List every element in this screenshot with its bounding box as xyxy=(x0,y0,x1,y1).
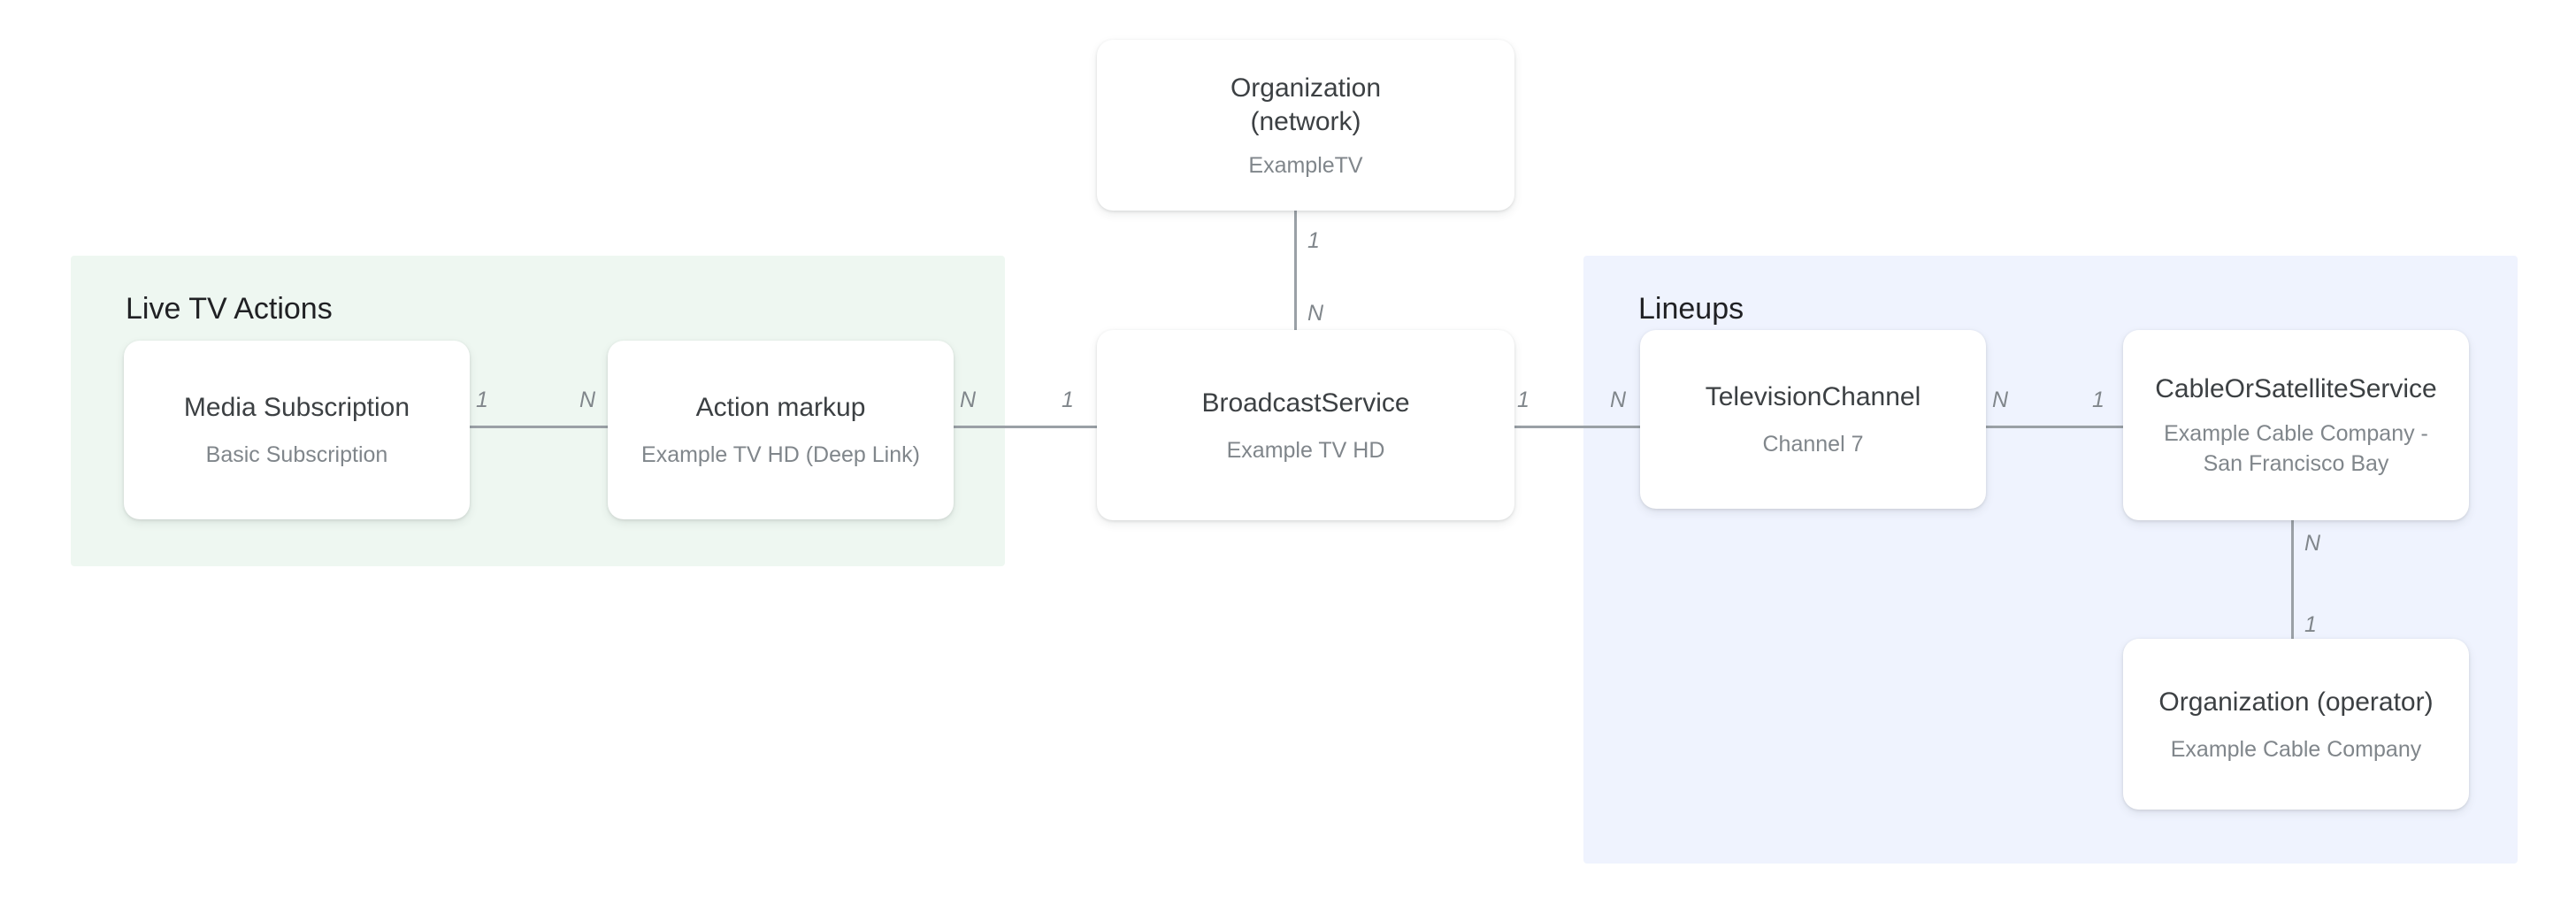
node-subtitle: ExampleTV xyxy=(1248,152,1363,178)
node-subtitle: Channel 7 xyxy=(1762,432,1864,457)
edge-action-markup-to-broadcast-service xyxy=(950,426,1100,428)
edge-media-subscription-to-action-markup xyxy=(466,426,611,428)
cardinality-label-network-to-broadcast-from: 1 xyxy=(1307,228,1320,253)
group-title-lineups: Lineups xyxy=(1638,292,1744,326)
node-subtitle: Basic Subscription xyxy=(205,442,388,467)
cardinality-label-cable-to-operator-to: 1 xyxy=(2304,612,2317,637)
cardinality-label-action-to-broadcast-to: 1 xyxy=(1062,388,1074,412)
group-title-live-tv-actions: Live TV Actions xyxy=(126,292,333,326)
node-card-organization-network[interactable]: Organization (network) ExampleTV xyxy=(1097,40,1514,211)
cardinality-label-media-to-action-from: 1 xyxy=(476,388,488,412)
node-subtitle: Example TV HD (Deep Link) xyxy=(641,442,920,467)
node-title: Organization (network) xyxy=(1230,73,1382,136)
node-subtitle: Example Cable Company - San Francisco Ba… xyxy=(2164,420,2428,476)
node-title: Action markup xyxy=(695,393,866,422)
cardinality-label-cable-to-operator-from: N xyxy=(2304,531,2321,556)
edge-organization-network-to-broadcast-service xyxy=(1294,207,1297,334)
node-subtitle: Example Cable Company xyxy=(2170,736,2422,762)
node-card-cable-or-satellite-service[interactable]: CableOrSatelliteService Example Cable Co… xyxy=(2123,330,2469,520)
edge-broadcast-service-to-television-channel xyxy=(1511,426,1644,428)
cardinality-label-network-to-broadcast-to: N xyxy=(1307,301,1324,326)
node-title: BroadcastService xyxy=(1201,388,1410,418)
edge-television-channel-to-cable-or-satellite-service xyxy=(1982,426,2127,428)
cardinality-label-broadcast-to-channel-to: N xyxy=(1610,388,1627,412)
node-card-broadcast-service[interactable]: BroadcastService Example TV HD xyxy=(1097,330,1514,520)
node-title: TelevisionChannel xyxy=(1705,382,1921,411)
node-title: Media Subscription xyxy=(183,393,410,422)
cardinality-label-action-to-broadcast-from: N xyxy=(960,388,977,412)
cardinality-label-channel-to-cable-from: N xyxy=(1992,388,2009,412)
node-card-media-subscription[interactable]: Media Subscription Basic Subscription xyxy=(124,341,470,519)
node-card-television-channel[interactable]: TelevisionChannel Channel 7 xyxy=(1640,330,1986,509)
node-title: CableOrSatelliteService xyxy=(2155,373,2437,403)
cardinality-label-media-to-action-to: N xyxy=(579,388,596,412)
cardinality-label-channel-to-cable-to: 1 xyxy=(2092,388,2104,412)
node-subtitle: Example TV HD xyxy=(1226,437,1385,463)
node-card-organization-operator[interactable]: Organization (operator) Example Cable Co… xyxy=(2123,639,2469,810)
edge-cable-or-satellite-service-to-organization-operator xyxy=(2291,517,2294,642)
node-title: Organization (operator) xyxy=(2158,687,2434,717)
node-card-action-markup[interactable]: Action markup Example TV HD (Deep Link) xyxy=(608,341,954,519)
cardinality-label-broadcast-to-channel-from: 1 xyxy=(1517,388,1530,412)
